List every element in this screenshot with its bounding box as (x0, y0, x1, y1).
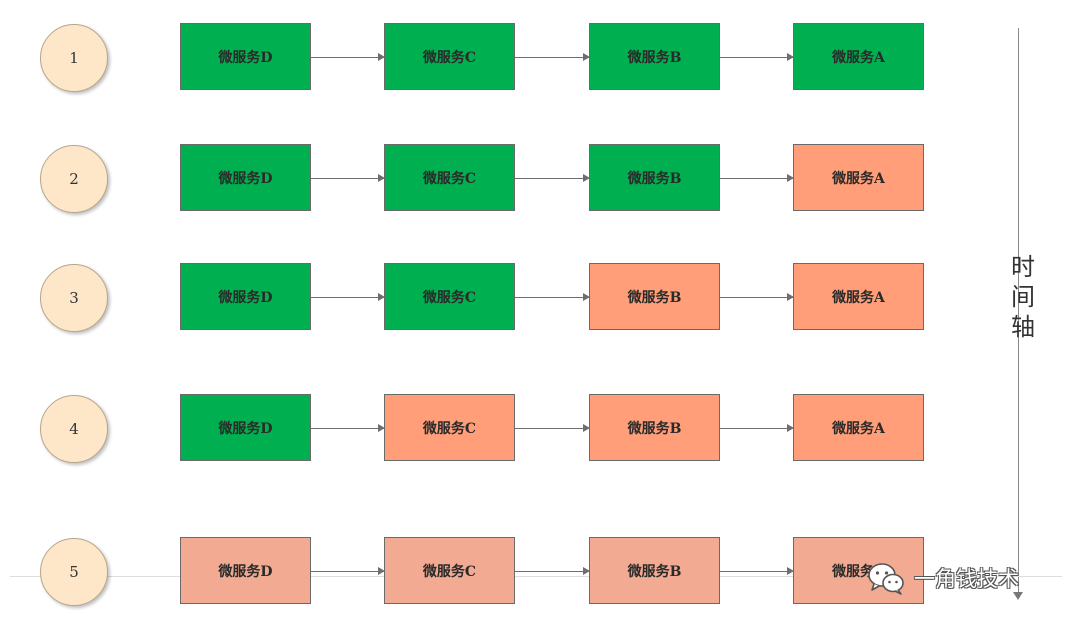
watermark-text: 一角钱技术 (914, 567, 1019, 591)
step-circle: 3 (40, 263, 108, 332)
service-box: 微服务D (180, 23, 311, 90)
service-box: 微服务C (384, 23, 515, 90)
service-box: 微服务D (180, 394, 311, 461)
service-box: 微服务A (793, 23, 924, 90)
service-box: 微服务B (589, 23, 720, 90)
step-circle: 2 (40, 144, 108, 213)
call-arrow (720, 52, 794, 61)
service-box: 微服务A (793, 144, 924, 211)
watermark: 一角钱技术 (866, 558, 1019, 598)
service-box: 微服务C (384, 144, 515, 211)
wechat-icon (868, 563, 904, 595)
timeline-label: 时间轴 (1011, 253, 1035, 341)
timeline-arrowhead (1013, 592, 1023, 600)
service-box: 微服务C (384, 394, 515, 461)
service-box: 微服务C (384, 263, 515, 330)
call-arrow (515, 173, 590, 182)
call-arrow (515, 52, 590, 61)
service-box: 微服务A (793, 537, 924, 604)
service-box: 微服务A (793, 394, 924, 461)
step-circle: 5 (40, 537, 108, 606)
call-arrow (515, 292, 590, 301)
service-box: 微服务A (793, 263, 924, 330)
service-box: 微服务D (180, 537, 311, 604)
timeline-arrow (1018, 28, 1019, 594)
service-box: 微服务D (180, 263, 311, 330)
call-arrow (311, 292, 385, 301)
call-arrow (311, 423, 385, 432)
service-box: 微服务B (589, 537, 720, 604)
call-arrow (311, 52, 385, 61)
service-box: 微服务D (180, 144, 311, 211)
service-box: 微服务B (589, 394, 720, 461)
call-arrow (311, 173, 385, 182)
service-box: 微服务B (589, 263, 720, 330)
call-arrow (515, 566, 590, 575)
call-arrow (720, 292, 794, 301)
service-box: 微服务B (589, 144, 720, 211)
call-arrow (311, 566, 385, 575)
call-arrow (720, 566, 794, 575)
service-box: 微服务C (384, 537, 515, 604)
call-arrow (720, 173, 794, 182)
step-circle: 4 (40, 394, 108, 463)
divider-line (10, 576, 1062, 577)
call-arrow (515, 423, 590, 432)
call-arrow (720, 423, 794, 432)
step-circle: 1 (40, 23, 108, 92)
